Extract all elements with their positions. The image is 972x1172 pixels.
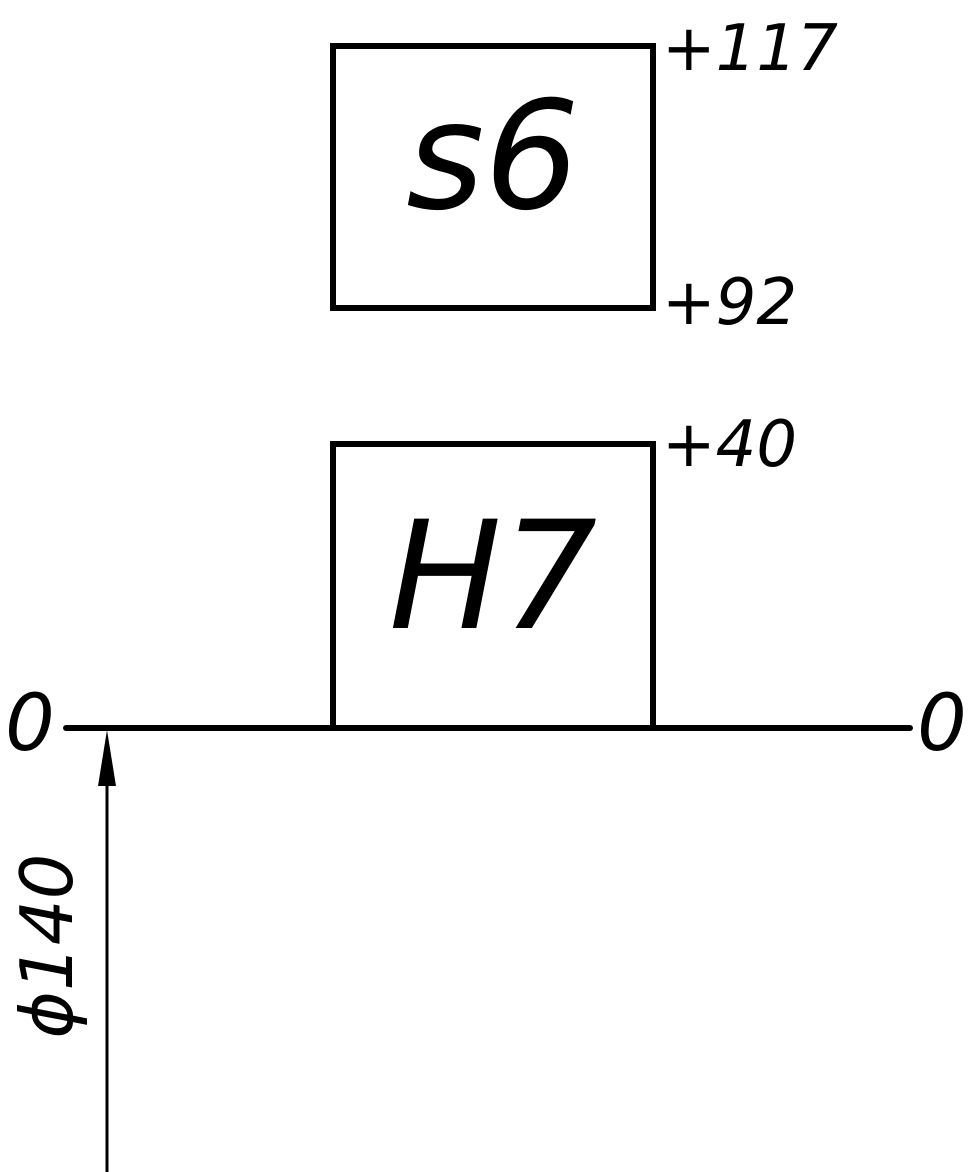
shaft-zone-label: s6: [406, 70, 580, 244]
shaft-tolerance-zone: [330, 43, 656, 311]
nominal-dimension-label: ϕ140: [5, 854, 89, 1039]
hole-zone-label: H7: [389, 490, 597, 664]
shaft-upper-deviation: +117: [662, 12, 838, 86]
hole-upper-deviation: +40: [662, 408, 797, 482]
zero-line-right-label: 0: [917, 679, 967, 769]
zero-line-left-label: 0: [5, 679, 55, 769]
shaft-lower-deviation: +92: [662, 266, 797, 340]
dimension-arrowhead-icon: [98, 730, 116, 786]
